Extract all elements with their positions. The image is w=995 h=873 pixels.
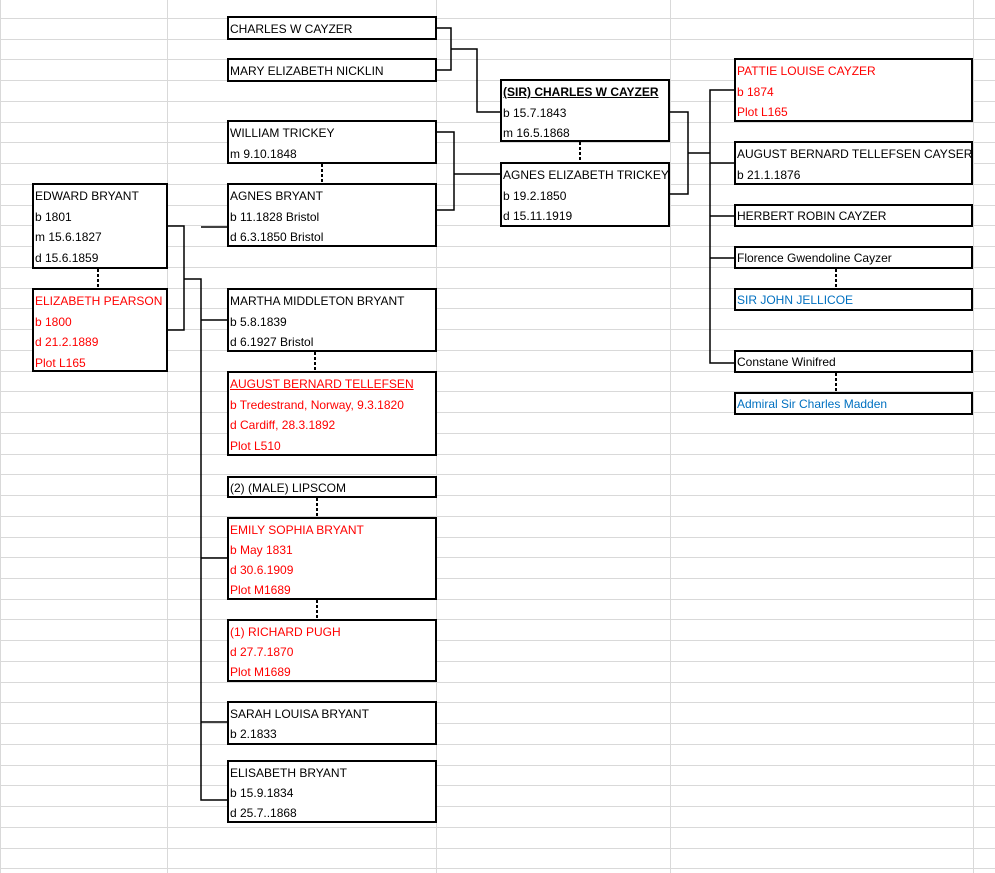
marriage-date: m 15.6.1827 <box>35 230 102 244</box>
person-box-male-lipscom[interactable]: (2) (MALE) LIPSCOM <box>227 476 437 498</box>
person-name: AUGUST BERNARD TELLEFSEN CAYSER <box>737 147 971 161</box>
death-date: d 30.6.1909 <box>230 563 294 577</box>
person-name: ELISABETH BRYANT <box>230 766 347 780</box>
burial-plot: Plot L165 <box>737 105 788 119</box>
person-name: WILLIAM TRICKEY <box>230 126 335 140</box>
person-name: AUGUST BERNARD TELLEFSEN <box>230 377 414 391</box>
person-box-florence-gwendoline-cayzer[interactable]: Florence Gwendoline Cayzer <box>734 246 973 269</box>
birth-date: b 21.1.1876 <box>737 167 801 182</box>
birth-date: b 15.7.1843 <box>503 105 567 120</box>
person-box-pattie-louise-cayzer[interactable]: PATTIE LOUISE CAYZER b 1874 Plot L165 <box>734 58 973 122</box>
person-box-sir-john-jellicoe[interactable]: SIR JOHN JELLICOE <box>734 288 973 311</box>
person-name: HERBERT ROBIN CAYZER <box>737 209 887 223</box>
person-box-charles-w-cayzer[interactable]: CHARLES W CAYZER <box>227 16 437 40</box>
burial-plot: Plot L510 <box>230 438 281 453</box>
death-date: d 15.11.1919 <box>503 209 573 223</box>
birth-date: b Tredestrand, Norway, 9.3.1820 <box>230 397 404 412</box>
person-name: MARTHA MIDDLETON BRYANT <box>230 294 405 308</box>
person-box-mary-elizabeth-nicklin[interactable]: MARY ELIZABETH NICKLIN <box>227 58 437 82</box>
person-box-richard-pugh[interactable]: (1) RICHARD PUGH d 27.7.1870 Plot M1689 <box>227 619 437 682</box>
person-box-august-bernard-tellefsen-cayser[interactable]: AUGUST BERNARD TELLEFSEN CAYSER b 21.1.1… <box>734 141 973 185</box>
person-name: EDWARD BRYANT <box>35 189 139 203</box>
burial-plot: Plot M1689 <box>230 583 291 597</box>
person-name: (2) (MALE) LIPSCOM <box>230 481 347 495</box>
person-box-agnes-elizabeth-trickey[interactable]: AGNES ELIZABETH TRICKEY b 19.2.1850 d 15… <box>500 162 670 227</box>
person-box-constane-winifred[interactable]: Constane Winifred <box>734 350 973 373</box>
person-box-august-bernard-tellefsen[interactable]: AUGUST BERNARD TELLEFSEN b Tredestrand, … <box>227 371 437 456</box>
person-box-edward-bryant[interactable]: EDWARD BRYANT b 1801 m 15.6.1827 d 15.6.… <box>32 183 168 269</box>
person-name: Florence Gwendoline Cayzer <box>737 251 892 265</box>
birth-date: b 5.8.1839 <box>230 314 287 329</box>
person-name: SIR JOHN JELLICOE <box>737 293 854 307</box>
death-date: d 6.1927 Bristol <box>230 335 314 349</box>
birth-date: b 2.1833 <box>230 727 277 741</box>
death-date: d 6.3.1850 Bristol <box>230 230 324 244</box>
person-box-elisabeth-bryant[interactable]: ELISABETH BRYANT b 15.9.1834 d 25.7..186… <box>227 760 437 823</box>
person-box-herbert-robin-cayzer[interactable]: HERBERT ROBIN CAYZER <box>734 204 973 227</box>
birth-date: b 11.1828 Bristol <box>230 209 320 224</box>
birth-date: b 19.2.1850 <box>503 188 567 203</box>
death-date: d 27.7.1870 <box>230 645 294 659</box>
person-box-elizabeth-pearson[interactable]: ELIZABETH PEARSON b 1800 d 21.2.1889 Plo… <box>32 288 168 372</box>
burial-plot: Plot M1689 <box>230 665 291 679</box>
person-box-admiral-sir-charles-madden[interactable]: Admiral Sir Charles Madden <box>734 392 973 415</box>
birth-date: b 15.9.1834 <box>230 786 294 800</box>
person-name: ELIZABETH PEARSON <box>35 294 163 308</box>
person-box-martha-middleton-bryant[interactable]: MARTHA MIDDLETON BRYANT b 5.8.1839 d 6.1… <box>227 288 437 352</box>
death-date: d 25.7..1868 <box>230 806 297 820</box>
person-name: AGNES ELIZABETH TRICKEY <box>503 168 668 182</box>
person-name: AGNES BRYANT <box>230 189 323 203</box>
birth-date: b 1801 <box>35 209 72 224</box>
marriage-date: m 9.10.1848 <box>230 146 297 161</box>
person-name: (1) RICHARD PUGH <box>230 625 341 639</box>
person-name: (SIR) CHARLES W CAYZER <box>503 85 659 99</box>
person-name: SARAH LOUISA BRYANT <box>230 707 369 721</box>
person-name: CHARLES W CAYZER <box>230 22 353 36</box>
person-name: EMILY SOPHIA BRYANT <box>230 523 364 537</box>
person-name: PATTIE LOUISE CAYZER <box>737 64 876 78</box>
person-name: Admiral Sir Charles Madden <box>737 397 888 411</box>
person-box-emily-sophia-bryant[interactable]: EMILY SOPHIA BRYANT b May 1831 d 30.6.19… <box>227 517 437 600</box>
death-date: d Cardiff, 28.3.1892 <box>230 418 336 432</box>
person-name: MARY ELIZABETH NICKLIN <box>230 64 384 78</box>
person-box-sarah-louisa-bryant[interactable]: SARAH LOUISA BRYANT b 2.1833 <box>227 701 437 745</box>
death-date: d 21.2.1889 <box>35 335 99 349</box>
person-box-sir-charles-w-cayzer[interactable]: (SIR) CHARLES W CAYZER b 15.7.1843 m 16.… <box>500 79 670 142</box>
marriage-date: m 16.5.1868 <box>503 126 570 140</box>
person-name: Constane Winifred <box>737 355 836 369</box>
person-box-agnes-bryant[interactable]: AGNES BRYANT b 11.1828 Bristol d 6.3.185… <box>227 183 437 247</box>
birth-date: b May 1831 <box>230 543 293 557</box>
burial-plot: Plot L165 <box>35 355 86 370</box>
birth-date: b 1800 <box>35 314 72 329</box>
birth-date: b 1874 <box>737 84 774 99</box>
death-date: d 15.6.1859 <box>35 250 99 265</box>
person-box-william-trickey[interactable]: WILLIAM TRICKEY m 9.10.1848 <box>227 120 437 164</box>
